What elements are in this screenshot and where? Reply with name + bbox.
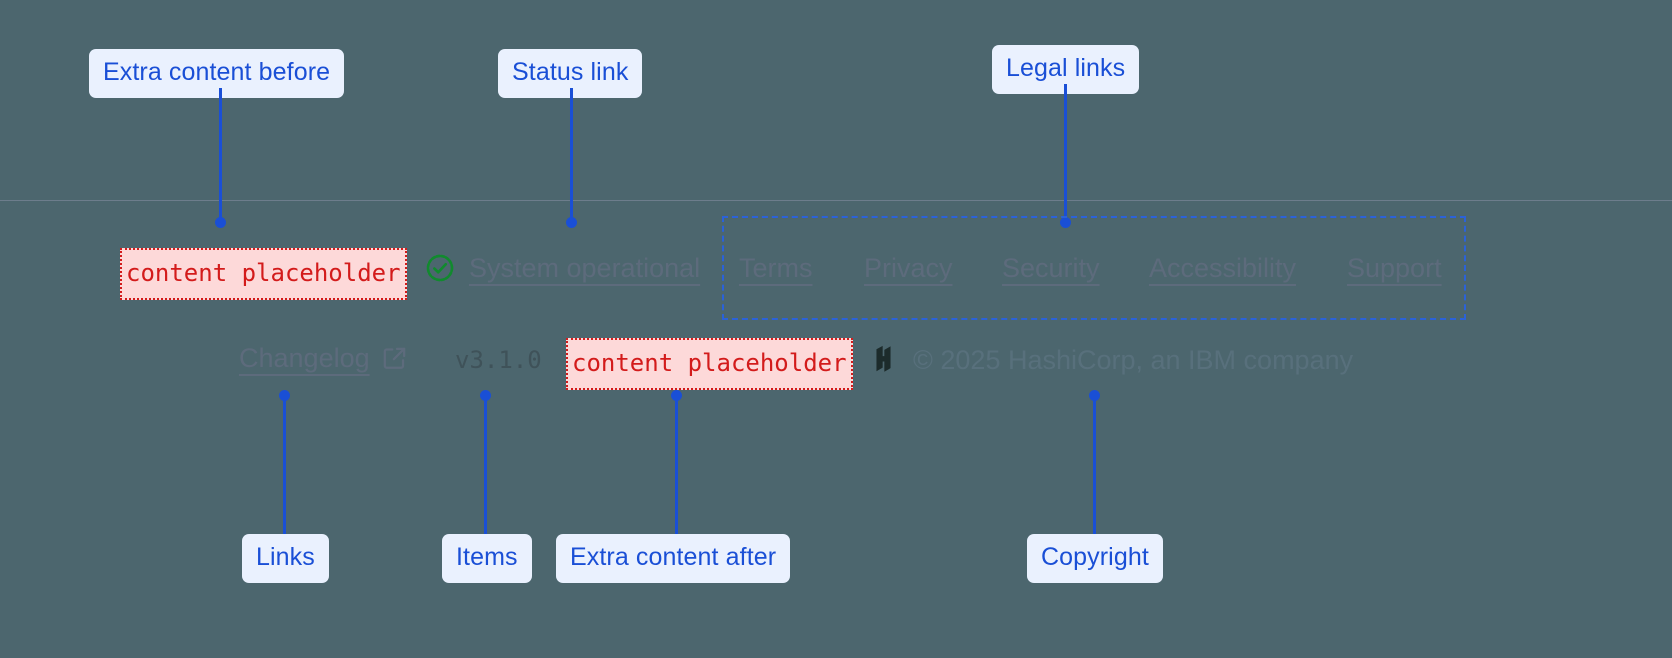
annotation-extra-content-before: Extra content before <box>89 49 345 98</box>
connector-extra-content-before <box>219 88 222 221</box>
connector-dot-extra-content-after <box>671 390 682 401</box>
extra-content-before-placeholder: content placeholder <box>120 248 407 300</box>
changelog-link-label: Changelog <box>239 343 370 373</box>
connector-dot-status-link <box>566 217 577 228</box>
connector-dot-copyright <box>1089 390 1100 401</box>
legal-link-accessibility[interactable]: Accessibility <box>1149 253 1297 283</box>
connector-dot-extra-content-before <box>215 217 226 228</box>
legal-link-terms[interactable]: Terms <box>739 253 813 283</box>
connector-dot-links <box>279 390 290 401</box>
extra-content-after-placeholder: content placeholder <box>566 338 853 390</box>
connector-legal-links <box>1064 84 1067 221</box>
connector-links <box>283 396 286 535</box>
status-link[interactable]: System operational <box>424 252 700 284</box>
annotation-copyright: Copyright <box>1027 534 1163 583</box>
legal-links-region <box>722 216 1466 320</box>
status-link-label: System operational <box>469 252 701 283</box>
connector-dot-legal-links <box>1060 217 1071 228</box>
annotation-items: Items <box>442 534 532 583</box>
connector-extra-content-after <box>675 396 678 535</box>
connector-copyright <box>1093 396 1096 535</box>
annotation-links: Links <box>242 534 329 583</box>
copyright-text: © 2025 HashiCorp, an IBM company <box>913 345 1354 375</box>
legal-link-support[interactable]: Support <box>1347 253 1442 283</box>
legal-link-privacy[interactable]: Privacy <box>864 253 953 283</box>
external-link-icon <box>381 345 408 372</box>
version-label: v3.1.0 <box>455 346 542 374</box>
upper-background-band <box>0 0 1672 200</box>
connector-items <box>484 396 487 535</box>
connector-dot-items <box>480 390 491 401</box>
changelog-link[interactable]: Changelog <box>239 345 408 372</box>
legal-link-security[interactable]: Security <box>1002 253 1100 283</box>
annotation-extra-content-after: Extra content after <box>556 534 791 583</box>
brand-copyright: © 2025 HashiCorp, an IBM company <box>869 345 1353 376</box>
connector-status-link <box>570 88 573 221</box>
check-circle-icon <box>424 252 456 284</box>
hashicorp-logo <box>869 345 898 376</box>
section-divider <box>0 200 1672 201</box>
